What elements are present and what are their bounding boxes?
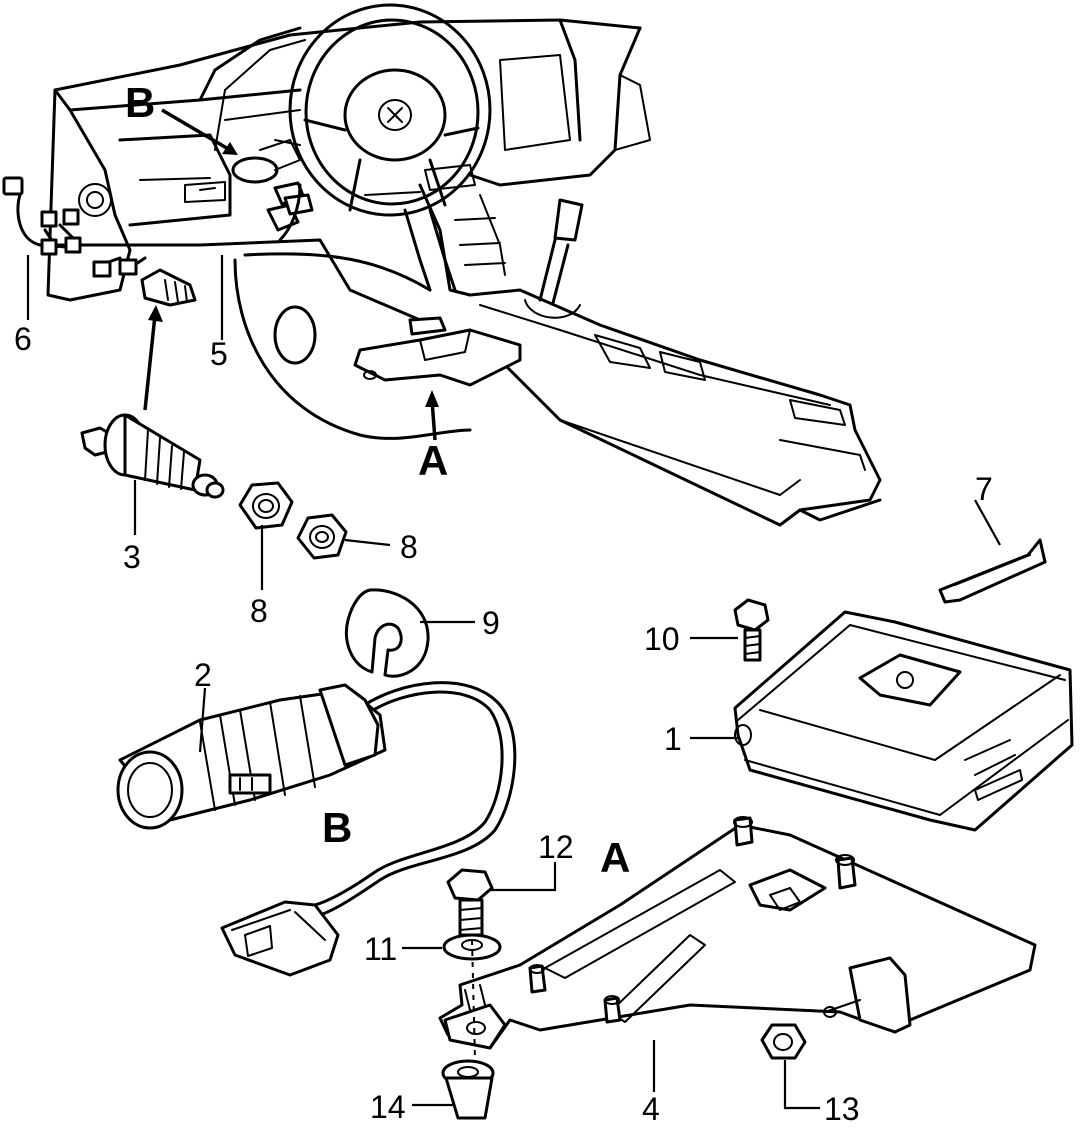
bolt-part-12: [446, 868, 494, 937]
callout-8-right: 8: [400, 529, 418, 565]
callout-11: 11: [364, 931, 397, 967]
callout-1: 1: [664, 721, 682, 757]
callout-14: 14: [370, 1089, 406, 1125]
callout-8-lower: 8: [250, 593, 268, 629]
assembly-guide-lines: [471, 939, 476, 1061]
callout-13: 13: [824, 1091, 860, 1126]
callout-7: 7: [975, 471, 993, 507]
dashboard-illustration: [2, 3, 882, 527]
mounting-bracket-part-4: [438, 816, 1037, 1050]
grommet-part-14: [441, 1059, 495, 1120]
screw-part-10: [733, 598, 770, 662]
clip-part-9: [344, 588, 430, 678]
washer-part-11: [442, 933, 502, 961]
cigar-lighter-part-2: [116, 681, 517, 977]
leader-lines: [26, 255, 1001, 1110]
callout-numbers: 6 5 3 8 8 9 7 10 1 2 12 11 4 13 14: [14, 321, 993, 1127]
cover-part-7: [938, 538, 1047, 604]
callout-4: 4: [642, 1091, 660, 1126]
callout-5: 5: [210, 336, 228, 372]
callout-12: 12: [538, 829, 574, 865]
detail-letters: B A B A: [125, 79, 630, 881]
callout-6: 6: [14, 321, 32, 357]
detail-letter-b-top: B: [125, 79, 155, 126]
pointer-arrows: [143, 108, 439, 441]
detail-letter-a-bracket: A: [600, 834, 630, 881]
callout-3: 3: [123, 539, 141, 575]
detail-letter-b-lighter: B: [322, 804, 352, 851]
nut-part-8a: [238, 481, 294, 530]
switch-part-3: [80, 413, 225, 499]
control-module-part-1: [733, 610, 1074, 832]
callout-2: 2: [194, 657, 212, 693]
callout-10: 10: [644, 621, 680, 657]
detail-letter-a-top: A: [418, 437, 448, 484]
nut-part-13: [760, 1023, 807, 1060]
nut-part-8b: [296, 513, 348, 560]
callout-9: 9: [482, 605, 500, 641]
